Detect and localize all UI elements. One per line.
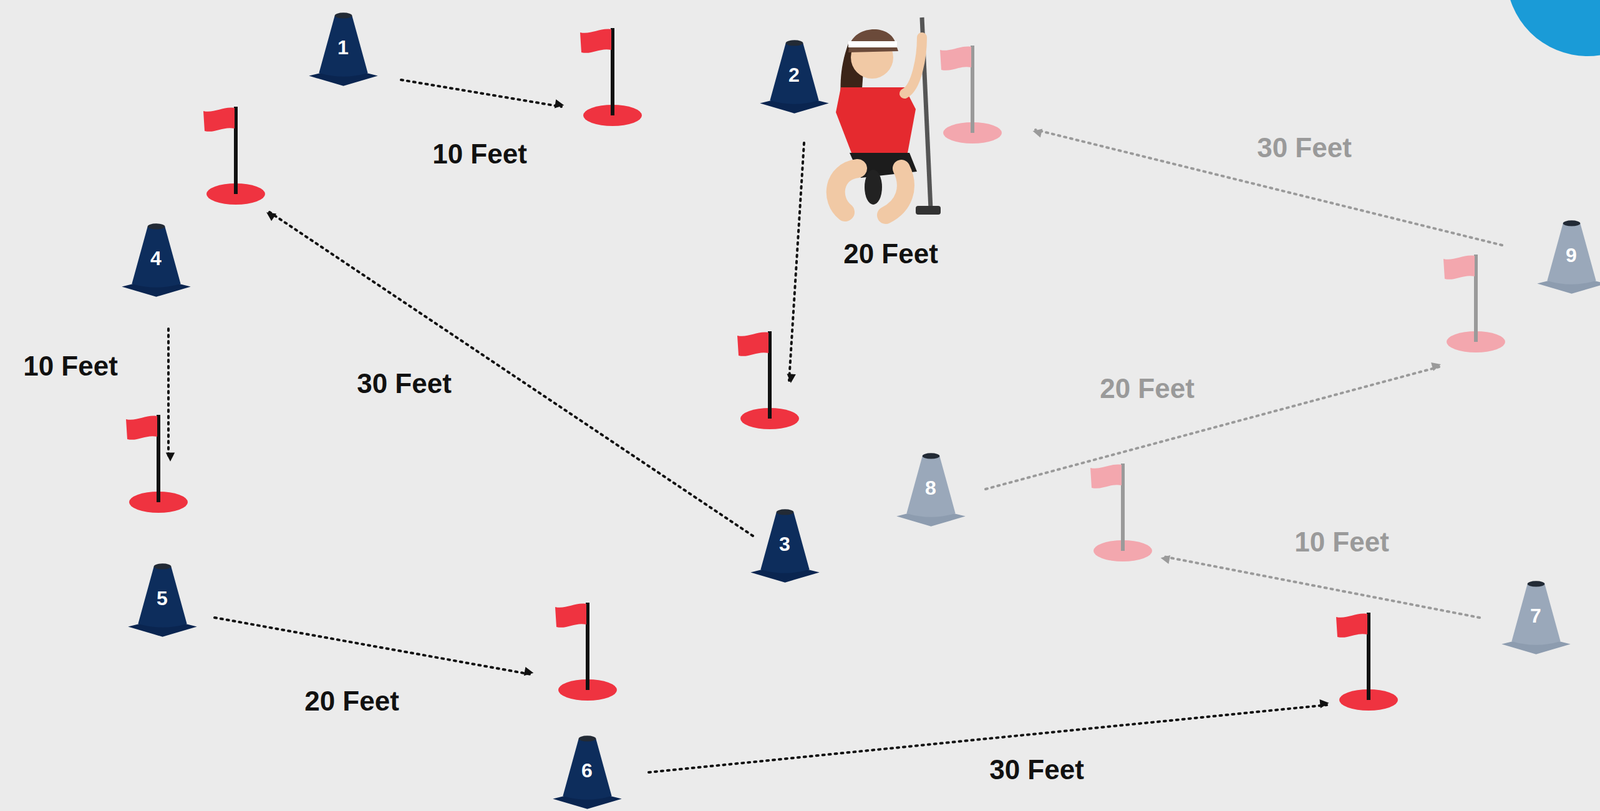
faded-cone: 7 [1500, 579, 1572, 656]
cone-number: 1 [307, 36, 380, 59]
cone-number: 3 [749, 532, 821, 556]
faded-putt-arrow [1035, 129, 1503, 246]
cone-number: 7 [1500, 604, 1572, 627]
distance-label: 20 Feet [1099, 373, 1195, 405]
cone-top [578, 735, 596, 742]
putter-head [915, 205, 941, 215]
distance-label: 30 Feet [356, 368, 452, 400]
faded-putt-arrow [1163, 556, 1480, 618]
flag-hole [203, 106, 266, 205]
putt-arrow [167, 328, 170, 460]
golfer-shoe [864, 169, 883, 205]
faded-flag-hole [1090, 463, 1153, 562]
cone-number: 9 [1535, 243, 1600, 267]
distance-label: 30 Feet [989, 754, 1085, 786]
flag-hole [555, 602, 617, 701]
faded-flag-hole [940, 45, 1002, 144]
faded-flag-hole [1443, 254, 1506, 353]
putt-arrow [269, 212, 753, 536]
cone-top [153, 563, 171, 569]
cone-number: 5 [126, 586, 199, 610]
distance-label: 10 Feet [1294, 526, 1390, 558]
golfer-figure [835, 17, 941, 216]
cone: 5 [126, 562, 199, 639]
golfer-leg [835, 168, 858, 213]
golfer-visor [848, 29, 899, 53]
golfer-arm [904, 37, 922, 94]
flag-hole [580, 28, 642, 127]
flag-hole [1336, 612, 1398, 711]
distance-label: 20 Feet [304, 685, 400, 717]
corner-badge [1506, 0, 1600, 57]
golfer-leg [885, 168, 906, 216]
cone: 6 [551, 734, 624, 811]
cone-top [775, 509, 794, 515]
cone: 2 [758, 38, 831, 115]
cone: 3 [749, 507, 821, 584]
cone-top [1527, 580, 1545, 587]
flag-hole [126, 414, 188, 513]
putt-arrow [401, 79, 562, 107]
cone-top [1562, 220, 1581, 226]
cone-top [785, 39, 803, 46]
faded-cone: 9 [1535, 218, 1600, 296]
putt-arrow [214, 617, 531, 675]
visor-band [848, 41, 897, 48]
cone-number: 2 [758, 63, 831, 87]
cone: 4 [120, 222, 193, 299]
distance-label: 10 Feet [432, 138, 528, 170]
cone-number: 8 [895, 476, 967, 500]
faded-cone: 8 [895, 451, 967, 528]
cone-number: 4 [120, 247, 193, 270]
cone-number: 6 [551, 759, 624, 782]
cone-top [334, 12, 352, 19]
cone: 1 [307, 11, 380, 88]
cone-top [147, 223, 165, 229]
distance-label: 10 Feet [23, 350, 118, 382]
putt-arrow [789, 142, 805, 381]
cone-top [921, 452, 940, 459]
distance-label: 20 Feet [843, 238, 939, 270]
distance-label: 30 Feet [1256, 132, 1352, 164]
putt-arrow [648, 704, 1327, 773]
faded-putt-arrow [985, 366, 1440, 490]
